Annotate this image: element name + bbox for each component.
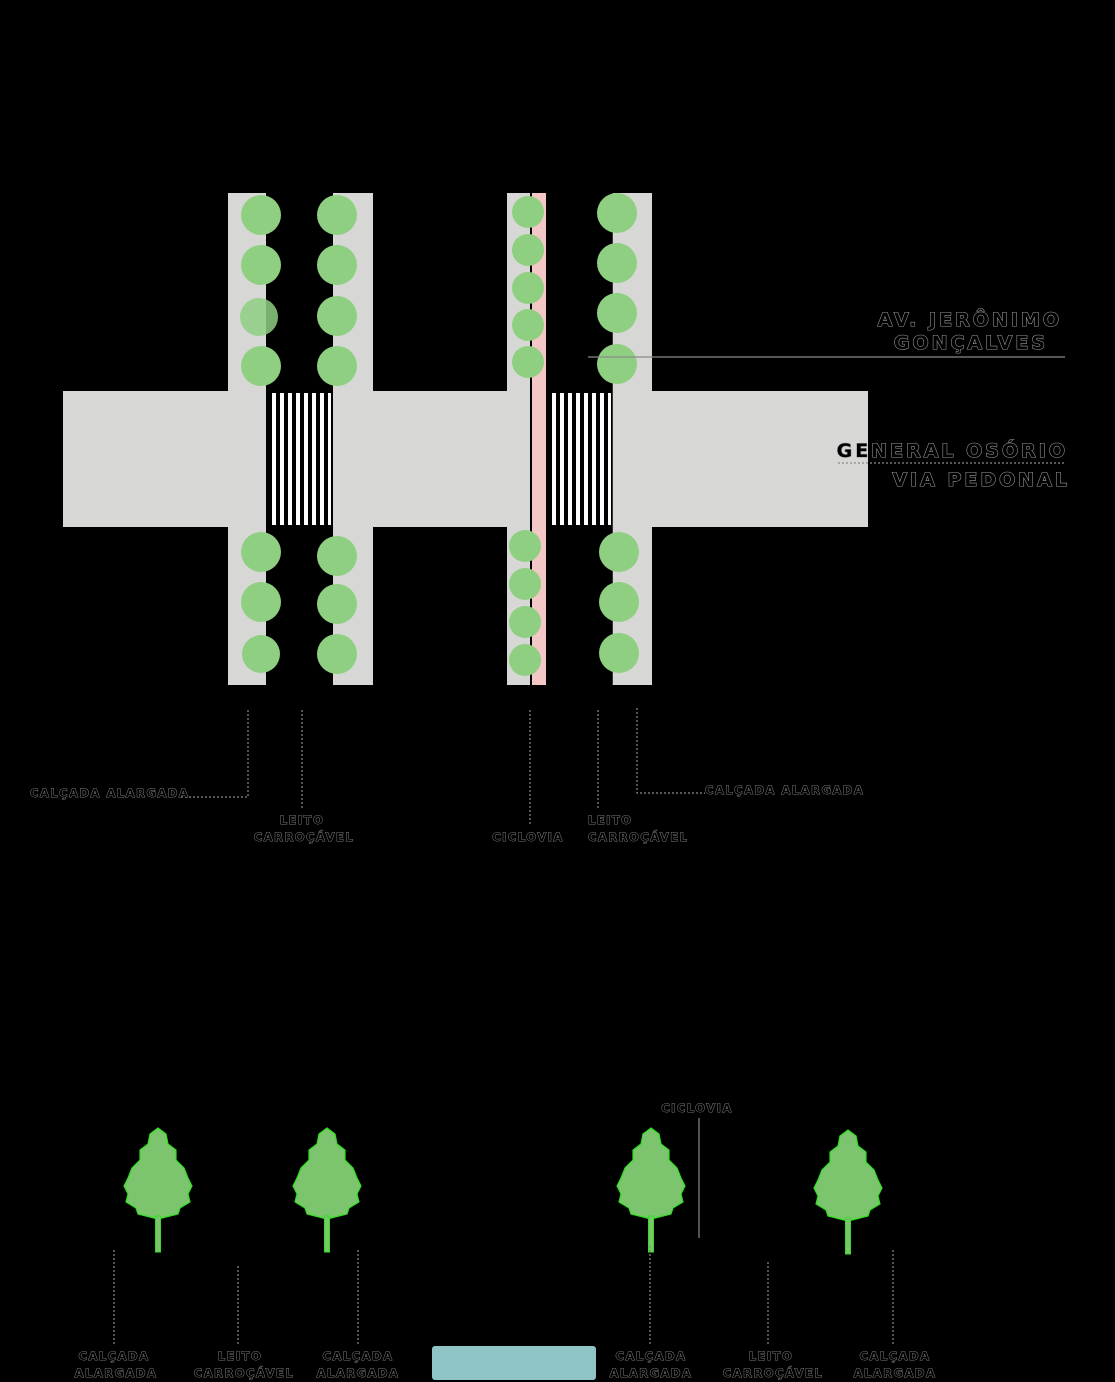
tree-icon (317, 195, 357, 235)
tree-icon (123, 1127, 193, 1253)
tree-icon (317, 634, 357, 674)
tree-icon (317, 584, 357, 624)
section-ciclovia-label: CICLOVIA (661, 1101, 733, 1115)
tree-icon (509, 644, 541, 676)
section-view: CICLOVIA CALÇADA ALARGADA LEITO CARROÇÁV… (74, 1101, 937, 1381)
plan-trees (240, 193, 639, 676)
section-label-6-line1: CALÇADA (860, 1349, 931, 1363)
tree-icon (509, 606, 541, 638)
tree-icon (512, 196, 544, 228)
av-label-line2: GONÇALVES (894, 332, 1048, 354)
section-label-1-line2: ALARGADA (75, 1366, 158, 1380)
tree-icon (240, 298, 278, 336)
tree-icon (616, 1127, 686, 1253)
general-osorio-pedestrian-street (63, 391, 868, 527)
section-label-3-line1: CALÇADA (323, 1349, 394, 1363)
tree-icon (512, 272, 544, 304)
tree-icon (317, 536, 357, 576)
section-label-5-line2: CARROÇÁVEL (723, 1365, 823, 1380)
calcada-left-label: CALÇADA ALARGADA (30, 786, 189, 800)
tree-icon (242, 635, 280, 673)
tree-icon (597, 293, 637, 333)
tree-icon (599, 582, 639, 622)
tree-icon (599, 532, 639, 572)
calcada-left-leader (180, 710, 249, 798)
leito-left-label-1: LEITO (280, 813, 325, 827)
left-crosswalk (266, 391, 333, 527)
calcada-right-leader (636, 708, 705, 794)
leito-right-label-1: LEITO (588, 813, 633, 827)
section-label-3-line2: ALARGADA (317, 1366, 400, 1380)
section-label-1-line1: CALÇADA (79, 1349, 150, 1363)
tree-icon (509, 530, 541, 562)
section-label-2-line1: LEITO (218, 1349, 263, 1363)
section-label-2-line2: CARROÇÁVEL (194, 1365, 294, 1380)
av-label-line1: AV. JERÔNIMO (878, 307, 1062, 331)
tree-icon (241, 195, 281, 235)
tree-icon (317, 346, 357, 386)
leito-right-label-2: CARROÇÁVEL (588, 829, 688, 844)
tree-icon (241, 582, 281, 622)
tree-icon (509, 568, 541, 600)
tree-icon (813, 1129, 883, 1255)
leito-left-label-2: CARROÇÁVEL (254, 829, 354, 844)
median-strip (432, 1346, 596, 1380)
ciclovia-label: CICLOVIA (492, 830, 564, 844)
tree-icon (317, 296, 357, 336)
tree-icon (241, 532, 281, 572)
tree-icon (512, 234, 544, 266)
section-label-4-line2: ALARGADA (610, 1366, 693, 1380)
right-crosswalk (546, 391, 612, 527)
tree-icon (597, 243, 637, 283)
tree-icon (241, 346, 281, 386)
tree-icon (597, 344, 637, 384)
section-label-4-line1: CALÇADA (616, 1349, 687, 1363)
tree-icon (597, 193, 637, 233)
tree-icon (241, 245, 281, 285)
plan-view: AV. JERÔNIMO GONÇALVES GENERAL OSÓRIO VI… (30, 193, 1070, 844)
gen-label-line1: GENERAL OSÓRIO (837, 438, 1068, 462)
tree-icon (599, 633, 639, 673)
section-label-6-line2: ALARGADA (854, 1366, 937, 1380)
tree-icon (512, 309, 544, 341)
tree-icon (317, 245, 357, 285)
section-label-5-line1: LEITO (749, 1349, 794, 1363)
gen-label-line2: VIA PEDONAL (892, 469, 1070, 491)
tree-icon (512, 346, 544, 378)
calcada-right-label: CALÇADA ALARGADA (705, 783, 864, 797)
tree-icon (292, 1127, 362, 1253)
